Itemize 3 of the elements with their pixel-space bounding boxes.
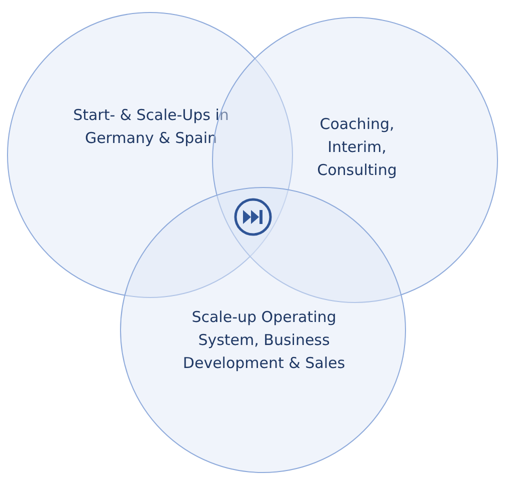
circle-label: Coaching, Interim, Consulting xyxy=(316,114,398,181)
circle-label: Scale-up Operating System, Business Development & Sales xyxy=(182,307,346,374)
circle-label: Start- & Scale-Ups in Germany & Spain xyxy=(72,105,230,149)
